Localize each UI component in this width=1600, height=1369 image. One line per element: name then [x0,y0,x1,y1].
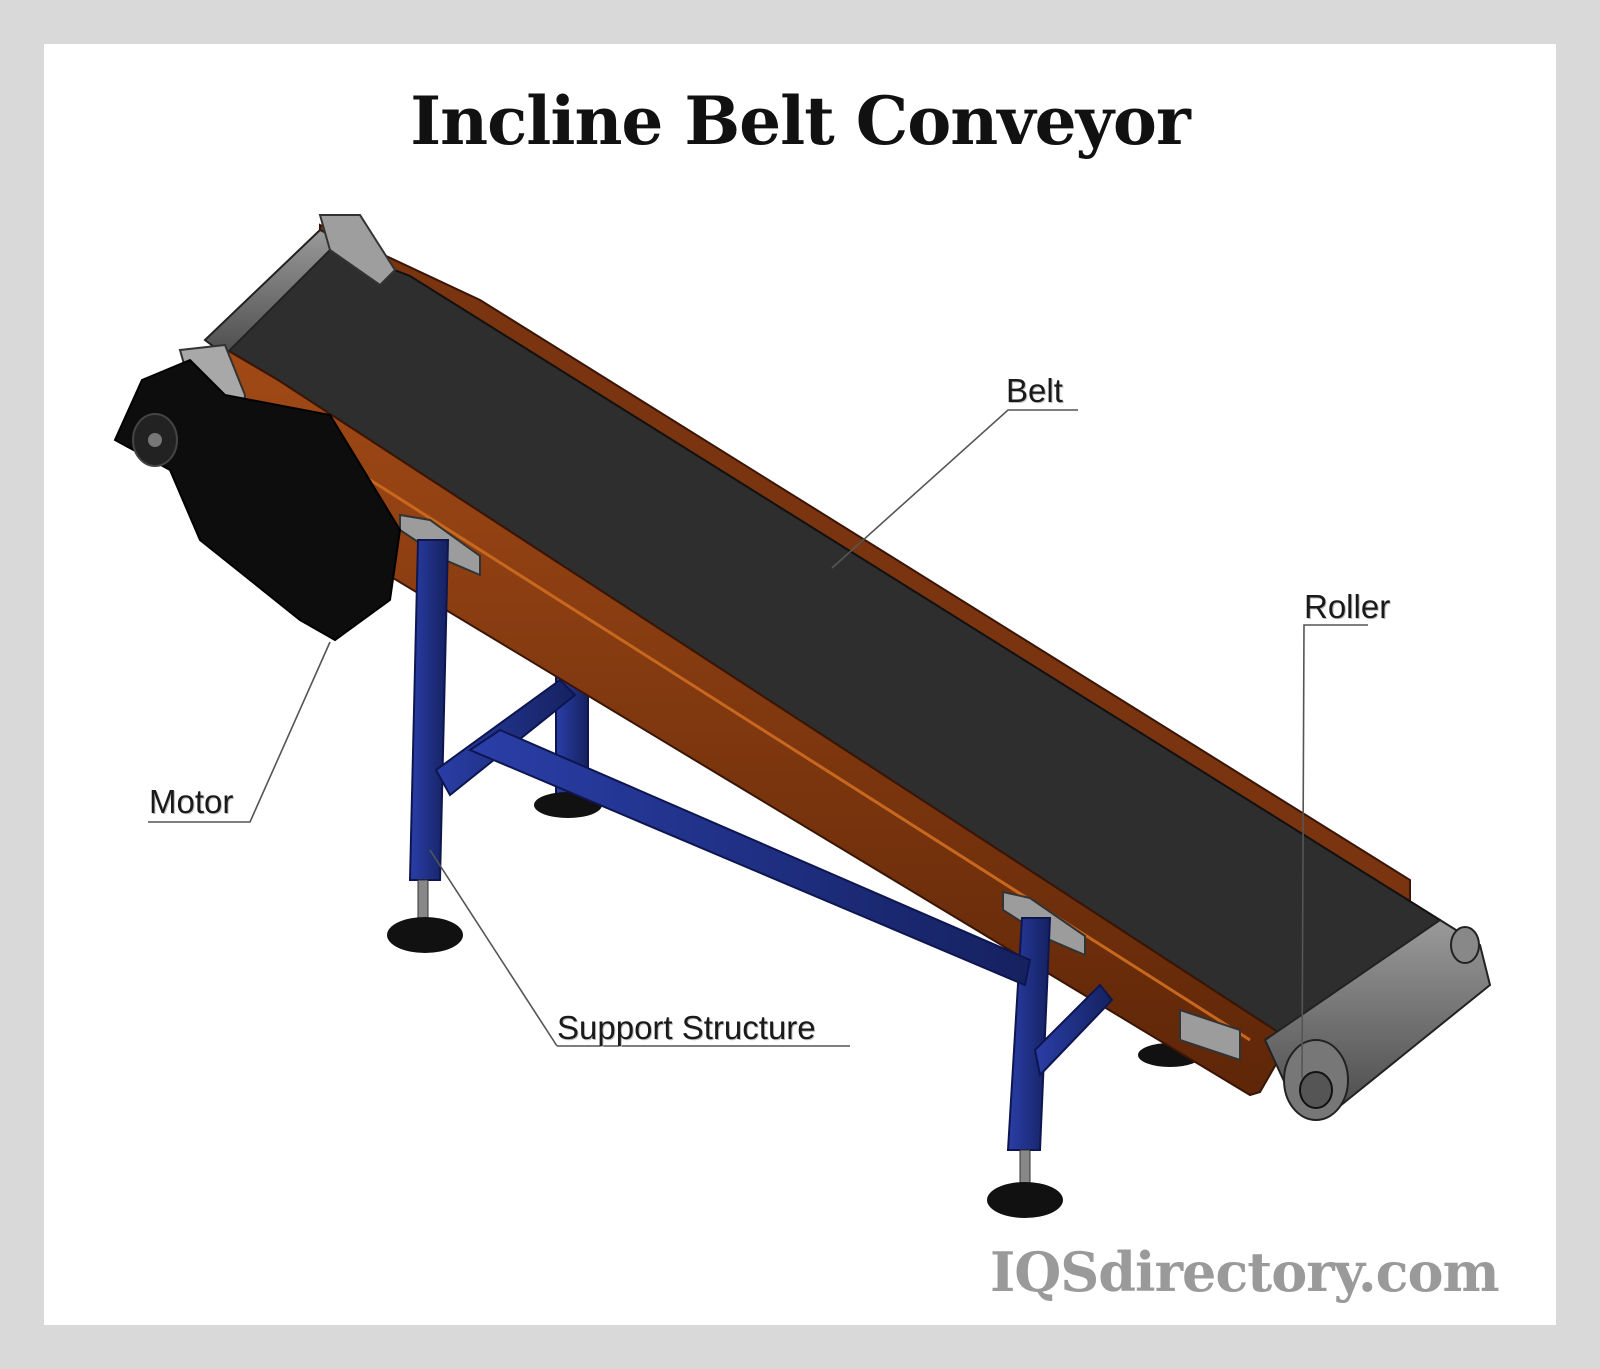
roller-label: Roller [1304,588,1391,625]
belt-surface [208,240,1442,1042]
head-roller [1263,918,1492,1121]
support-structure-label: Support Structure [557,1009,816,1046]
support-structure [408,539,1114,1151]
motor-label: Motor [149,783,234,820]
leader-lines [148,409,1368,1079]
diagram-title: Incline Belt Conveyor [410,82,1190,160]
belt-label: Belt [1006,372,1063,409]
leveling-feet [387,879,1063,1218]
watermark: IQSdirectory.com [990,1240,1500,1304]
motor [113,358,402,642]
